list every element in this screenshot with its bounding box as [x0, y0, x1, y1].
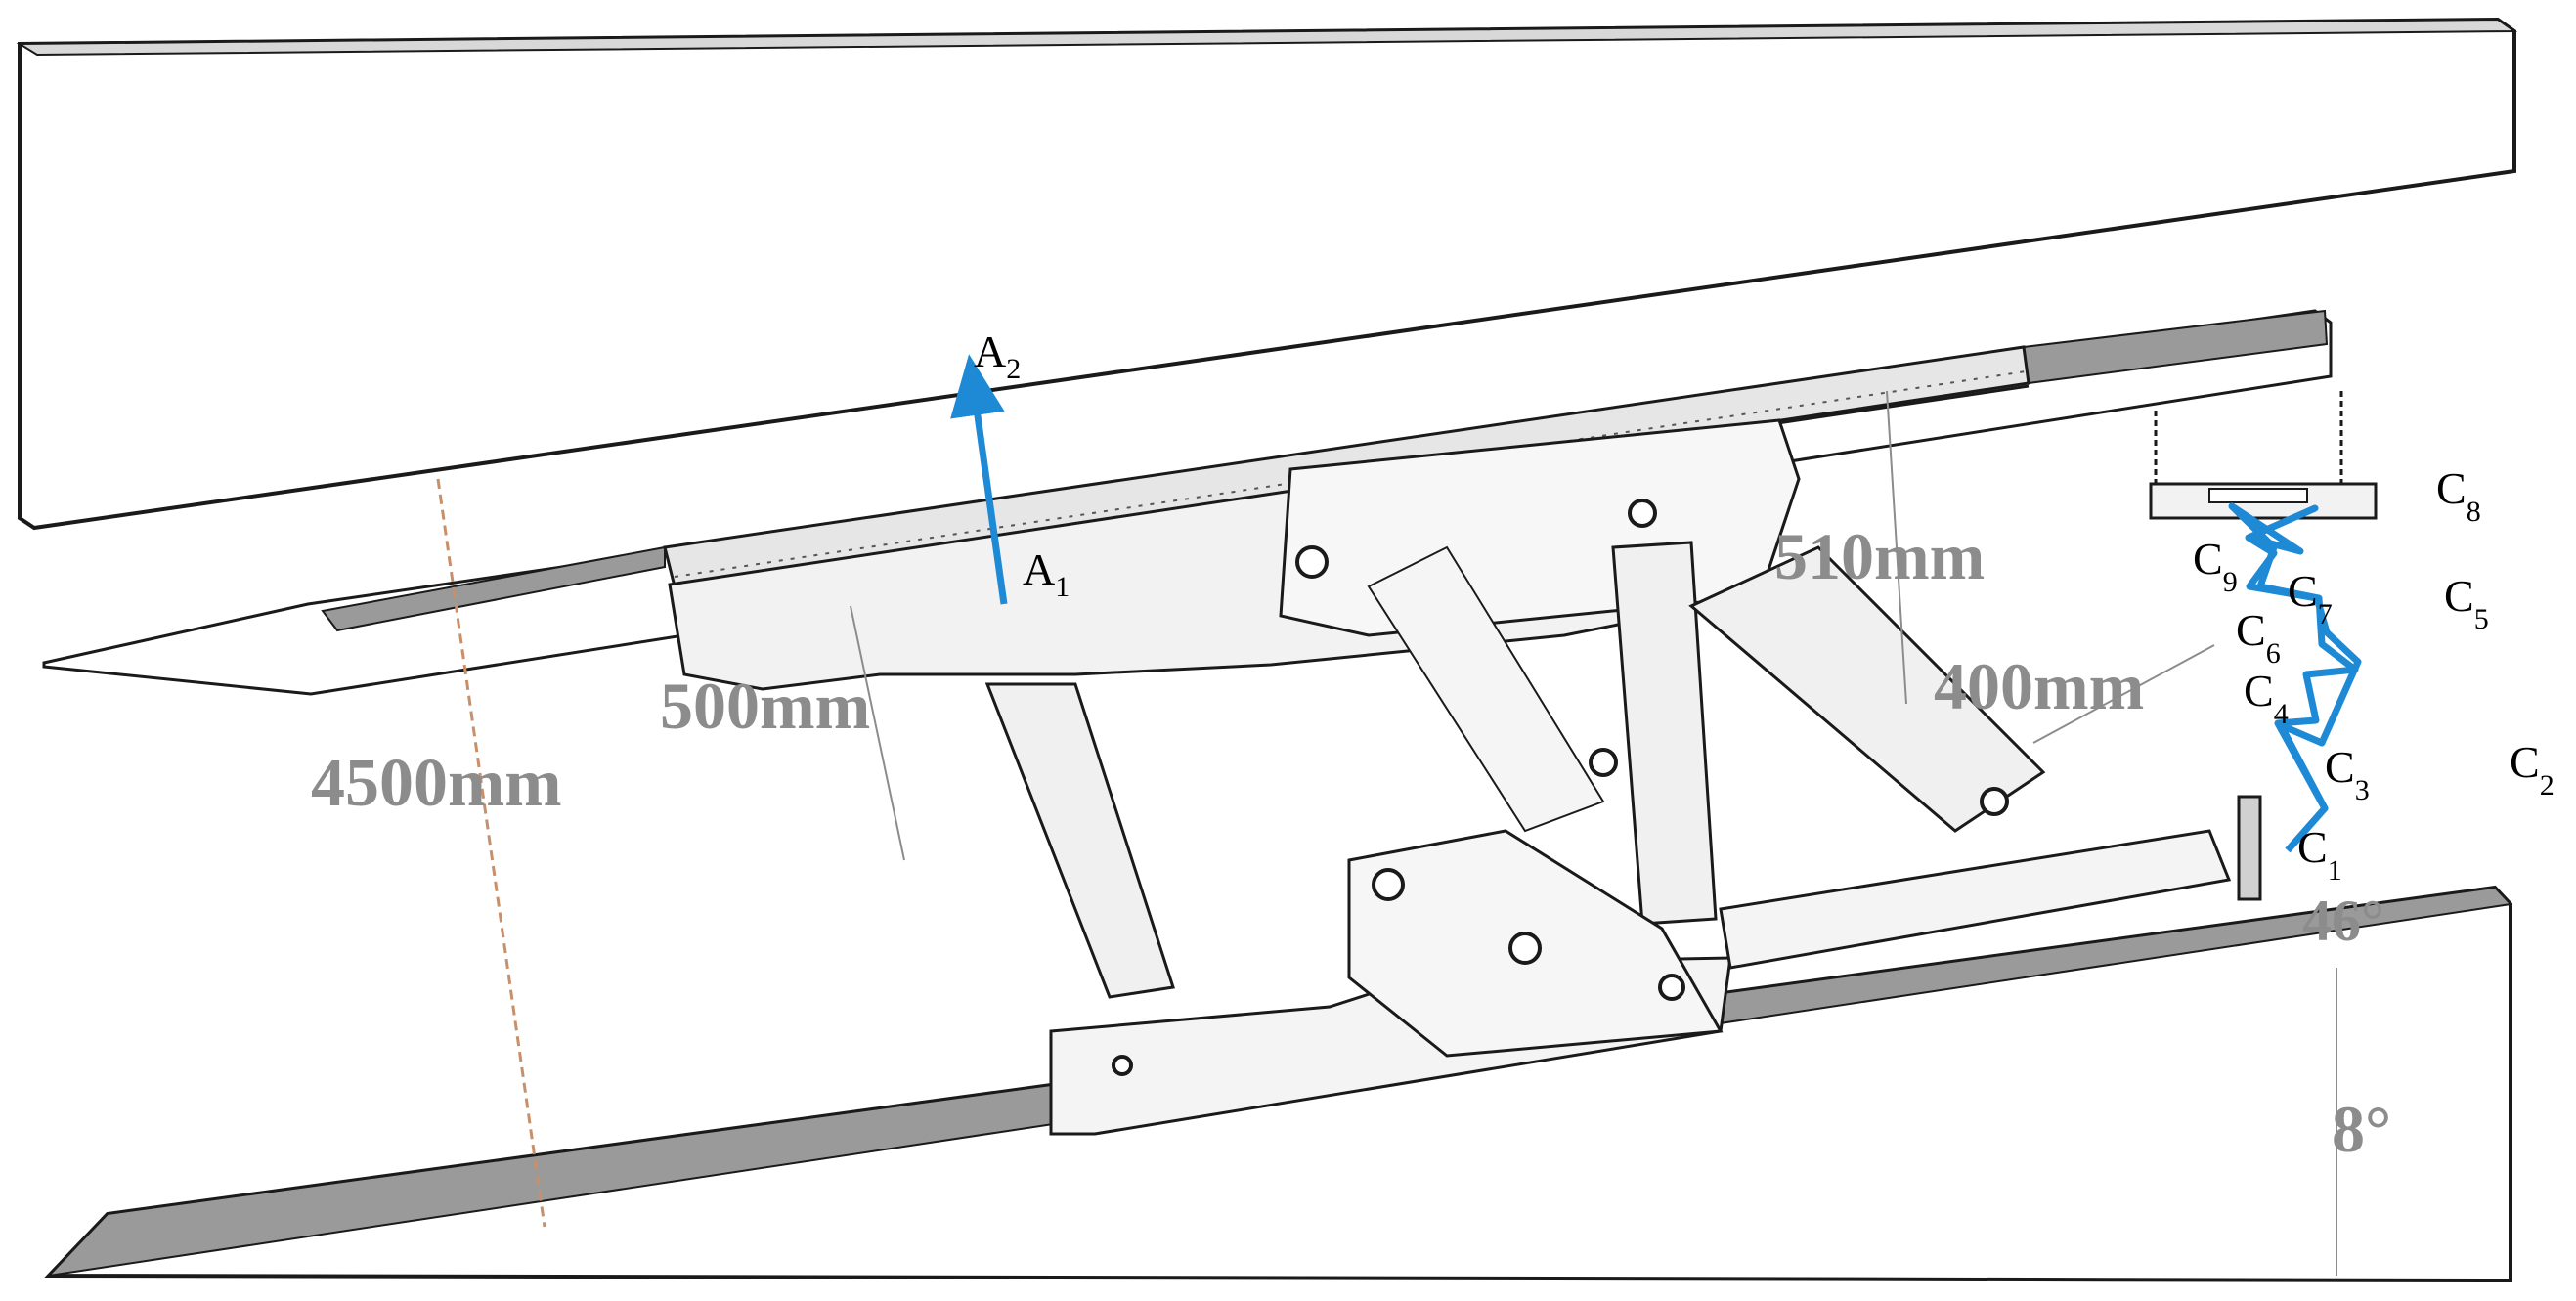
label-c1: C1 — [2297, 822, 2342, 887]
height-dimension-label: 4500mm — [311, 746, 562, 821]
floor-angle-label: 8° — [2332, 1092, 2391, 1166]
base-frame — [1049, 795, 2262, 1136]
hydraulic-legs — [984, 541, 2046, 999]
a-arrow — [950, 354, 1008, 605]
label-c3: C3 — [2325, 742, 2370, 806]
c-path — [2228, 502, 2362, 853]
label-c7: C7 — [2288, 566, 2333, 630]
dimension-texts: 4500mm 500mm 510mm 400mm 46° 8° — [311, 519, 2391, 1166]
trajectory-lines — [950, 354, 2362, 853]
front-offset-label: 500mm — [660, 669, 870, 743]
pivot-holes — [1112, 499, 2009, 1076]
leg-spacing-label: 400mm — [1934, 649, 2144, 723]
point-labels: A1 A2 C1 C2 C3 C4 C5 C6 C7 C8 C9 — [974, 326, 2554, 887]
sprag-bracket — [2149, 391, 2378, 520]
label-c4: C4 — [2244, 666, 2289, 730]
label-c2: C2 — [2510, 737, 2554, 802]
dimension-lines — [436, 390, 2337, 1276]
label-a2: A2 — [974, 326, 1021, 385]
label-a1: A1 — [1023, 544, 1070, 603]
small-angle-label: 46° — [2302, 889, 2384, 953]
label-c8: C8 — [2436, 463, 2481, 528]
label-c5: C5 — [2444, 571, 2489, 635]
roof-slab — [16, 17, 2518, 531]
rear-offset-label: 510mm — [1774, 519, 1985, 593]
label-c9: C9 — [2193, 534, 2238, 598]
label-c6: C6 — [2236, 605, 2281, 670]
